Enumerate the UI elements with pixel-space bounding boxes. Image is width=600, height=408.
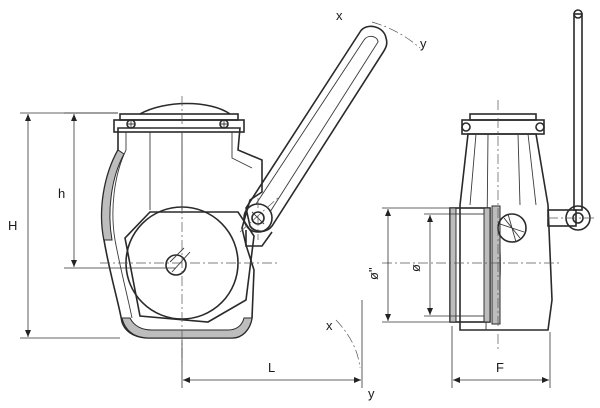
side-lever-rod — [573, 13, 583, 211]
lever-handle — [245, 25, 388, 233]
label-H: H — [8, 218, 17, 233]
label-inner-diameter: ø — [408, 264, 423, 272]
label-h: h — [58, 186, 65, 201]
front-dimensions — [20, 21, 421, 388]
hex-housing — [124, 211, 255, 323]
label-x-top: x — [336, 8, 343, 23]
dome-cover — [139, 102, 231, 115]
label-F: F — [496, 360, 504, 375]
label-y-top: y — [420, 36, 427, 51]
side-top-flange — [461, 119, 545, 135]
side-body — [459, 133, 553, 331]
disc-hub — [165, 254, 187, 276]
hatched-wall-left — [101, 149, 125, 241]
hatched-wall-bottom — [121, 317, 253, 339]
label-y-bottom: y — [368, 386, 375, 401]
label-outer-diameter: ø" — [366, 267, 381, 280]
top-flange-lip — [119, 113, 239, 121]
label-x-bottom: x — [326, 318, 333, 333]
label-L: L — [268, 360, 275, 375]
front-view — [100, 25, 388, 362]
side-view — [382, 9, 596, 350]
side-dimensions — [382, 207, 551, 388]
